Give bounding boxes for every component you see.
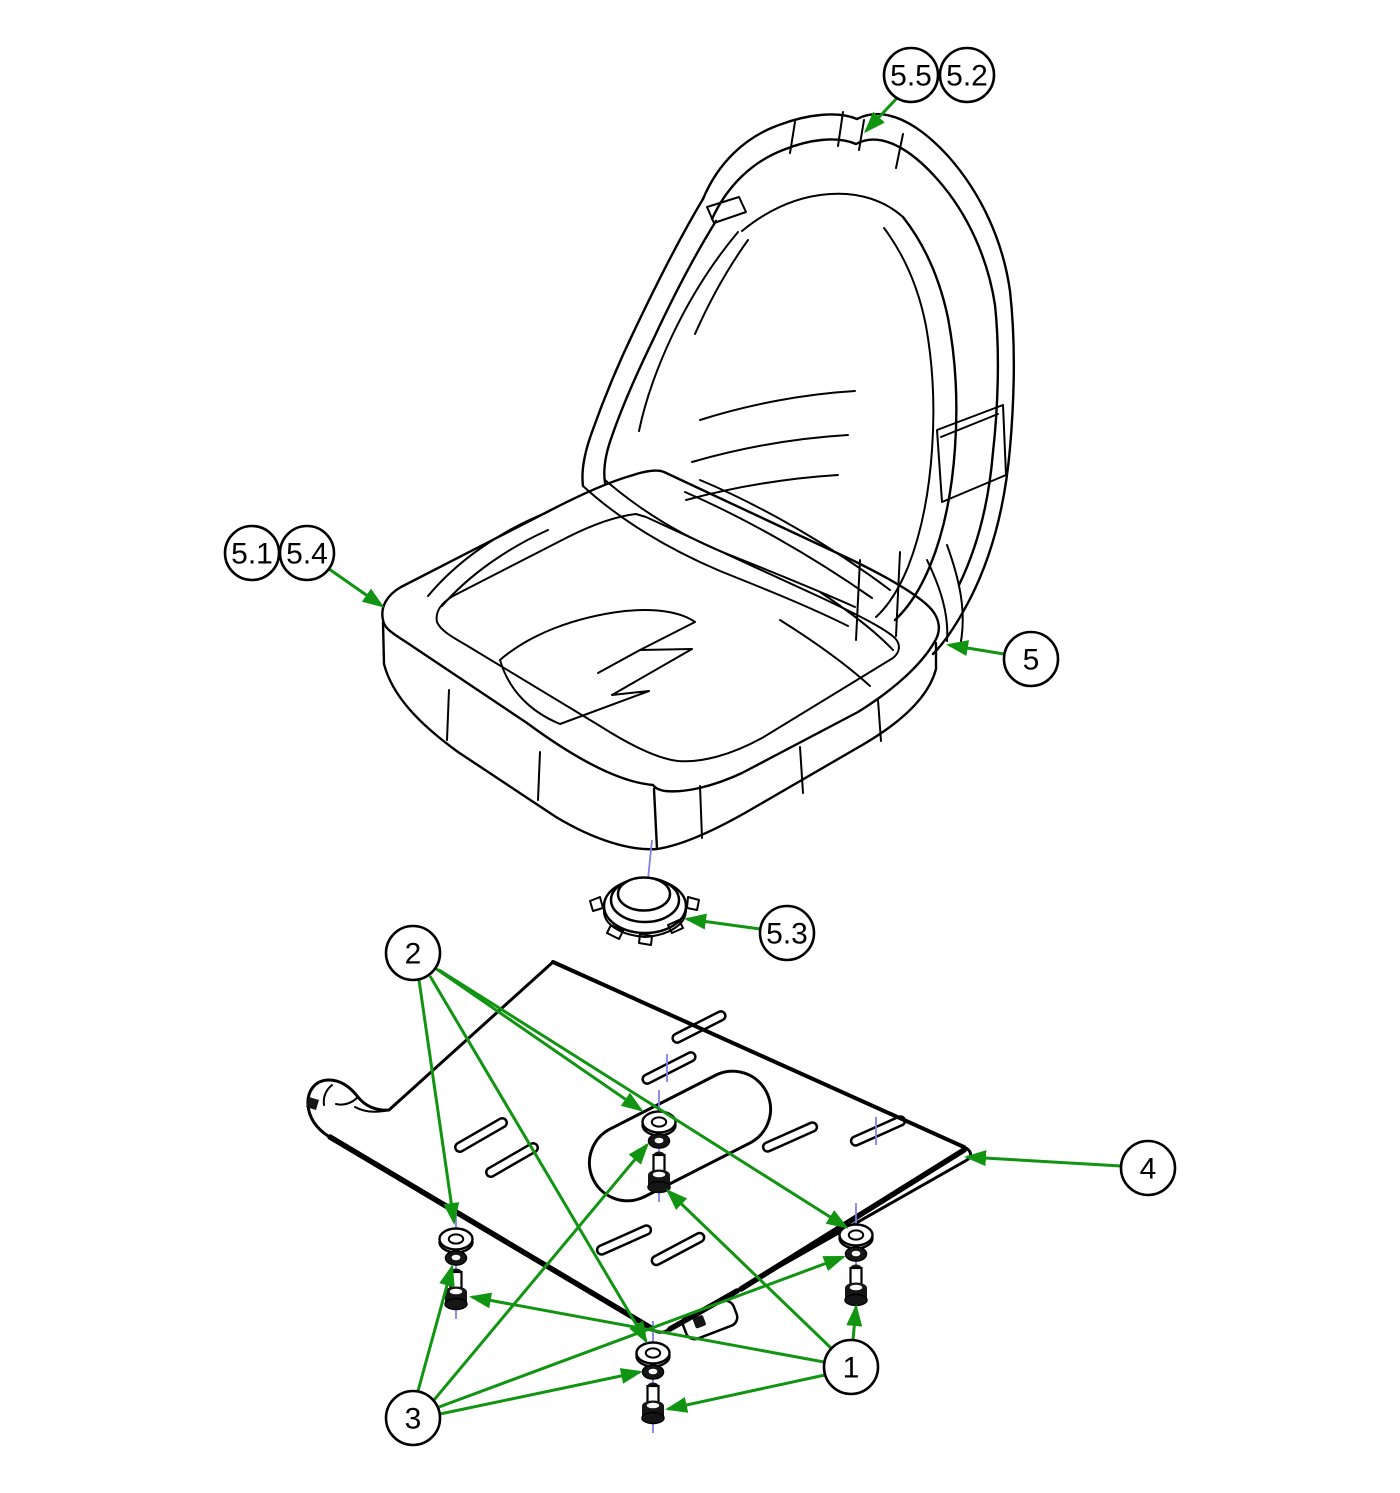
arm-hole: [306, 1097, 319, 1110]
leader-arrow-2: [417, 979, 460, 1225]
seat-centerline: [647, 839, 653, 880]
leader-lines: [328, 96, 1122, 1416]
cushion-rear-wings: [427, 479, 891, 607]
leader-arrow-1: [665, 1373, 826, 1413]
leader-arrow-3: [432, 1142, 649, 1401]
balloon-circle: [1119, 1139, 1177, 1197]
balloon-circle: [822, 1338, 880, 1396]
backrest-side-pocket: [936, 404, 1007, 503]
balloon-circle: [938, 46, 996, 104]
balloon-label: 3: [405, 1403, 422, 1436]
balloon-circle: [758, 904, 816, 962]
leader-arrow-5.4: [328, 567, 385, 608]
balloon-circle: [1002, 630, 1060, 688]
backrest-right-bolster: [893, 215, 958, 622]
leader-arrow-5: [946, 640, 1005, 656]
balloon-circle: [882, 46, 940, 104]
balloon-4: 4: [1119, 1139, 1177, 1197]
cushion-top-rim: [381, 469, 940, 793]
leader-arrow-2: [434, 966, 644, 1112]
cushion-inner-rim: [435, 513, 900, 763]
backrest-stitch-lines: [685, 390, 856, 501]
seat-cushion: [381, 469, 940, 851]
cushion-skirt-seams: [446, 689, 882, 839]
balloon-circle: [278, 524, 336, 582]
plate-top-right-edge: [551, 960, 966, 1149]
mounting-plate: [306, 960, 973, 1341]
balloon-5.5: 5.5: [882, 46, 940, 104]
leader-arrow-2: [428, 975, 648, 1344]
leader-arrow-1: [846, 1304, 863, 1341]
backrest-right-edge-band: [926, 544, 964, 642]
fastener-set: [641, 1090, 677, 1202]
cap-tabs: [589, 896, 700, 946]
leader-arrow-3: [438, 1255, 846, 1409]
leader-arrow-5.5: [863, 96, 899, 134]
backrest-top-band: [710, 138, 1000, 587]
balloon-5: 5: [1002, 630, 1060, 688]
balloon-label: 5: [1023, 644, 1040, 677]
backrest-top-tab: [706, 196, 747, 224]
cushion-center-sculpt: [499, 609, 696, 725]
seat-backrest: [581, 111, 1015, 656]
backrest-left-outer: [581, 197, 705, 488]
leader-arrow-1: [665, 1188, 834, 1351]
balloon-5.3: 5.3: [758, 904, 816, 962]
callout-balloons: 5.5 5.2 5.1 5.4 5 5.3 2 4 1 3: [223, 46, 1177, 1447]
fastener-set: [438, 1207, 474, 1319]
leader-arrow-3: [416, 1264, 455, 1392]
balloon-label: 5.2: [946, 60, 988, 93]
balloon-circle: [384, 924, 442, 982]
fastener-set: [838, 1203, 874, 1315]
balloon-label: 5.5: [890, 60, 932, 93]
cap-flange: [602, 909, 687, 938]
balloon-label: 1: [843, 1352, 860, 1385]
fastener-set: [635, 1321, 671, 1433]
cushion-skirt: [381, 620, 938, 851]
balloon-label: 5.3: [766, 918, 808, 951]
balloon-1: 1: [822, 1338, 880, 1396]
balloon-label: 4: [1140, 1153, 1157, 1186]
backrest-right-bolster-inner: [875, 227, 935, 618]
leader-arrow-3: [439, 1368, 643, 1416]
leader-arrow-2: [438, 968, 849, 1229]
backrest-left-inner: [603, 219, 718, 485]
balloon-label: 2: [405, 938, 422, 971]
backrest-band-seams: [789, 111, 904, 169]
balloon-5.4: 5.4: [278, 524, 336, 582]
cushion-right-bolster: [779, 591, 894, 687]
leader-arrow-5.3: [684, 913, 761, 931]
balloon-5.2: 5.2: [938, 46, 996, 104]
balloon-label: 5.4: [286, 538, 328, 571]
balloon-circle: [384, 1389, 442, 1447]
backrest-opening-top: [741, 192, 904, 232]
balloon-3: 3: [384, 1389, 442, 1447]
backrest-left-bolster: [638, 231, 749, 432]
backrest-outer-edge: [701, 112, 1015, 656]
cap-dome: [616, 876, 672, 912]
balloon-5.1: 5.1: [223, 524, 281, 582]
balloon-2: 2: [384, 924, 442, 982]
swivel-cap: [589, 839, 700, 946]
balloon-label: 5.1: [231, 538, 273, 571]
plate-center-hole: [587, 1069, 773, 1203]
plate-arm-bend-lines: [322, 1084, 390, 1113]
leader-arrow-4: [964, 1150, 1122, 1168]
